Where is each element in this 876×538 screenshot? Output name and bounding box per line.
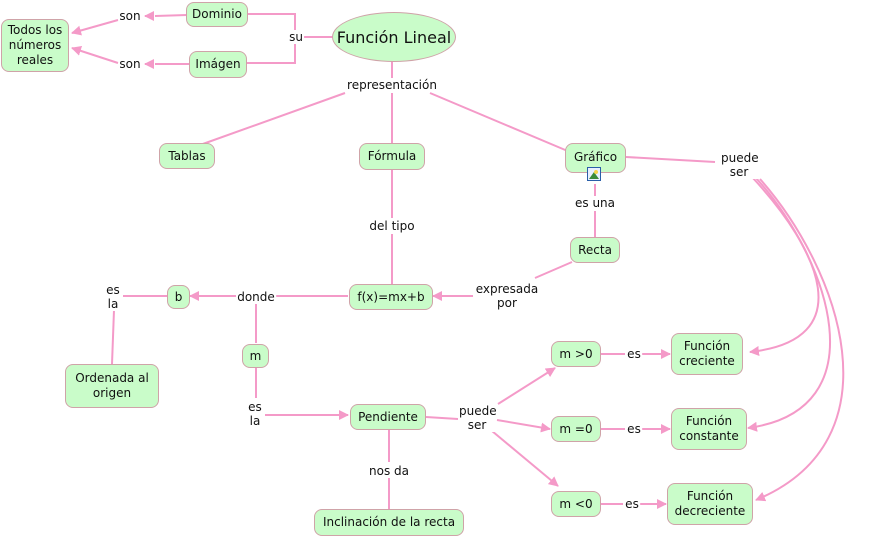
node-funcion-decreciente[interactable]: Función decreciente: [667, 483, 753, 525]
link-puede-mneg: [491, 430, 559, 487]
node-b[interactable]: b: [167, 285, 190, 309]
node-tablas[interactable]: Tablas: [159, 143, 215, 169]
node-recta[interactable]: Recta: [570, 237, 620, 263]
link-label-su: su: [288, 30, 304, 44]
node-funcion-creciente[interactable]: Función creciente: [671, 333, 743, 375]
link-puede-creciente: [749, 176, 820, 356]
link-label-puede-ser: puede ser: [458, 404, 497, 432]
link-dominio-son: [154, 14, 188, 17]
link-esla-ordenada: [111, 309, 115, 365]
link-label-son: son: [118, 9, 142, 23]
link-rep-tablas: [199, 92, 346, 146]
link-su-dominio: [247, 13, 296, 37]
node-m-igual-cero[interactable]: m =0: [551, 416, 601, 442]
link-label-es: es: [624, 497, 640, 511]
image-icon[interactable]: [587, 167, 601, 181]
link-puede-constante: [747, 177, 831, 432]
link-pendiente-puede: [425, 416, 459, 420]
link-puede-decreciente: [755, 178, 845, 502]
node-ordenada-al-origen[interactable]: Ordenada al origen: [65, 364, 159, 408]
link-puede-mpos: [497, 367, 556, 405]
node-funcion-constante[interactable]: Función constante: [671, 408, 747, 450]
node-pendiente[interactable]: Pendiente: [350, 404, 426, 430]
node-inclinacion-de-la-recta[interactable]: Inclinación de la recta: [314, 509, 464, 536]
link-label-es: es: [626, 422, 642, 436]
link-son-reales2: [71, 46, 119, 64]
link-label-son: son: [118, 57, 142, 71]
link-label-expresada-por: expresada por: [473, 282, 541, 310]
link-label-es-la: es la: [245, 400, 265, 428]
link-rep-grafico: [429, 92, 571, 153]
node-m[interactable]: m: [242, 344, 269, 368]
link-label-representacion: representación: [346, 78, 438, 92]
link-grafico-puede: [625, 156, 716, 163]
node-m-menor-cero[interactable]: m <0: [551, 491, 601, 517]
node-m-mayor-cero[interactable]: m >0: [551, 341, 601, 367]
link-puede-mzero: [496, 419, 551, 433]
node-dominio[interactable]: Dominio: [186, 2, 248, 27]
link-recta-expresada: [534, 261, 573, 279]
node-funcion-lineal[interactable]: Función Lineal: [332, 12, 456, 62]
link-label-del-tipo: del tipo: [368, 219, 416, 233]
link-label-nos-da: nos da: [368, 464, 410, 478]
node-fx[interactable]: f(x)=mx+b: [349, 284, 433, 310]
link-label-es-una: es una: [573, 196, 617, 210]
link-label-donde: donde: [236, 290, 276, 304]
link-label-puede-ser: puede ser: [720, 151, 759, 179]
node-todos-los-numeros-reales[interactable]: Todos los números reales: [1, 19, 69, 72]
node-formula[interactable]: Fórmula: [359, 143, 425, 170]
link-son-reales1: [71, 19, 119, 36]
link-su-imagen: [247, 37, 296, 64]
node-imagen[interactable]: Imágen: [189, 51, 247, 78]
link-label-es-la: es la: [103, 283, 123, 311]
link-label-es: es: [626, 347, 642, 361]
